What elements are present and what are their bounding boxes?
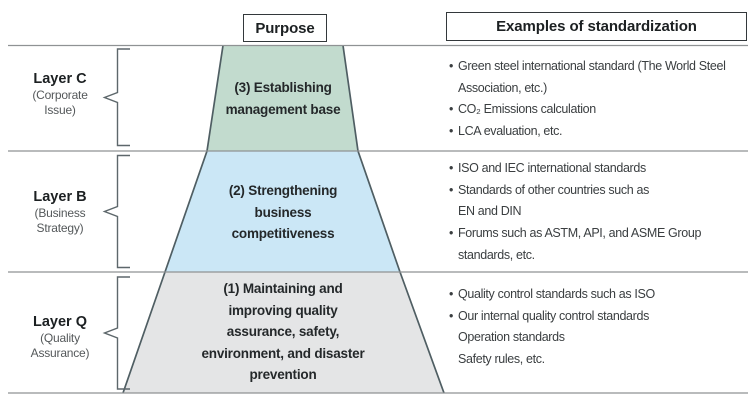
funnel-right-edge <box>342 45 445 394</box>
example-text: standards, etc. <box>458 247 535 262</box>
layer-q-purpose-text: (1) Maintaining and improving quality as… <box>173 278 393 386</box>
layer-c-trapezoid <box>207 45 358 151</box>
example-line: • Standards of other countries such as <box>449 180 749 202</box>
example-line-continuation: Operation standards <box>449 327 749 349</box>
bullet-icon: • <box>449 161 454 175</box>
purpose-header-label: Purpose <box>255 19 315 37</box>
purpose-line: prevention <box>249 367 317 382</box>
example-text: EN and DIN <box>458 204 522 219</box>
layer-c-label: Layer C (Corporate Issue) <box>10 71 110 118</box>
layer-b-subtitle-line1: (Business <box>34 206 86 220</box>
layer-q-subtitle-line2: Assurance) <box>30 346 90 360</box>
examples-header-box: Examples of standardization <box>446 12 747 41</box>
example-line: • Forums such as ASTM, API, and ASME Grou… <box>449 223 749 245</box>
bullet-icon: • <box>449 308 454 323</box>
purpose-line: environment, and disaster <box>201 345 365 361</box>
purpose-line: (3) Establishing <box>234 80 332 95</box>
layer-b-examples-list: • ISO and IEC international standards • St… <box>449 158 749 267</box>
layer-c-purpose-text: (3) Establishing management base <box>173 77 393 120</box>
layer-c-subtitle-line1: (Corporate <box>32 88 88 102</box>
example-line-continuation: Safety rules, etc. <box>449 349 749 371</box>
example-line-continuation: EN and DIN <box>449 201 749 223</box>
layer-c-name: Layer C <box>33 71 87 87</box>
purpose-line: improving quality <box>228 302 338 318</box>
bullet-icon: • <box>449 182 454 197</box>
example-line: • CO₂ Emissions calculation <box>449 99 749 121</box>
example-line-continuation: standards, etc. <box>449 245 749 267</box>
example-line: • Quality control standards such as ISO <box>449 284 749 306</box>
layer-b-brace <box>102 154 130 269</box>
layer-q-brace <box>102 276 130 390</box>
layer-c-brace <box>102 48 130 147</box>
example-text: Quality control standards such as ISO <box>458 287 655 301</box>
example-line-continuation: Association, etc.) <box>449 78 749 100</box>
layer-q-trapezoid <box>123 272 444 393</box>
layer-c-examples-list: • Green steel international standard (The… <box>449 56 749 143</box>
layer-b-name: Layer B <box>33 189 87 205</box>
layer-b-subtitle-line2: Strategy) <box>36 221 84 235</box>
example-line: • ISO and IEC international standards <box>449 158 749 180</box>
bullet-icon: • <box>449 287 454 301</box>
layer-c-subtitle-line2: Issue) <box>44 103 76 117</box>
example-text: Operation standards <box>458 330 565 345</box>
example-text: Association, etc.) <box>458 80 547 95</box>
example-text: Green steel international standard (The … <box>458 59 726 73</box>
layer-q-examples-list: • Quality control standards such as ISO •… <box>449 284 749 371</box>
example-line: • Green steel international standard (The… <box>449 56 749 78</box>
funnel-left-edge <box>122 45 224 394</box>
purpose-line: management base <box>225 101 341 117</box>
layer-b-label: Layer B (Business Strategy) <box>10 189 110 236</box>
layer-q-name: Layer Q <box>33 314 87 330</box>
layer-q-subtitle-line1: (Quality <box>40 331 80 345</box>
example-text: CO₂ Emissions calculation <box>458 102 596 117</box>
purpose-header-box: Purpose <box>243 14 327 42</box>
example-text: Forums such as ASTM, API, and ASME Group <box>458 226 702 241</box>
example-line: • LCA evaluation, etc. <box>449 121 749 143</box>
layer-b-trapezoid <box>165 151 400 272</box>
layer-b-purpose-text: (2) Strengthening business competitivene… <box>173 180 393 245</box>
example-text: LCA evaluation, etc. <box>458 124 563 139</box>
example-text: Standards of other countries such as <box>458 182 649 197</box>
purpose-line: (2) Strengthening <box>228 183 338 198</box>
example-text: ISO and IEC international standards <box>458 161 646 175</box>
bullet-icon: • <box>449 124 454 139</box>
example-text: Safety rules, etc. <box>458 352 545 367</box>
layer-q-label: Layer Q (Quality Assurance) <box>10 314 110 361</box>
purpose-line: business <box>254 204 312 220</box>
example-text: Our internal quality control standards <box>458 308 649 323</box>
example-line: • Our internal quality control standards <box>449 306 749 328</box>
bullet-icon: • <box>449 102 454 117</box>
examples-header-label: Examples of standardization <box>496 18 697 35</box>
purpose-line: assurance, safety, <box>226 324 340 339</box>
bullet-icon: • <box>449 59 454 73</box>
bullet-icon: • <box>449 226 454 241</box>
purpose-line: (1) Maintaining and <box>223 281 343 296</box>
purpose-line: competitiveness <box>231 226 335 241</box>
